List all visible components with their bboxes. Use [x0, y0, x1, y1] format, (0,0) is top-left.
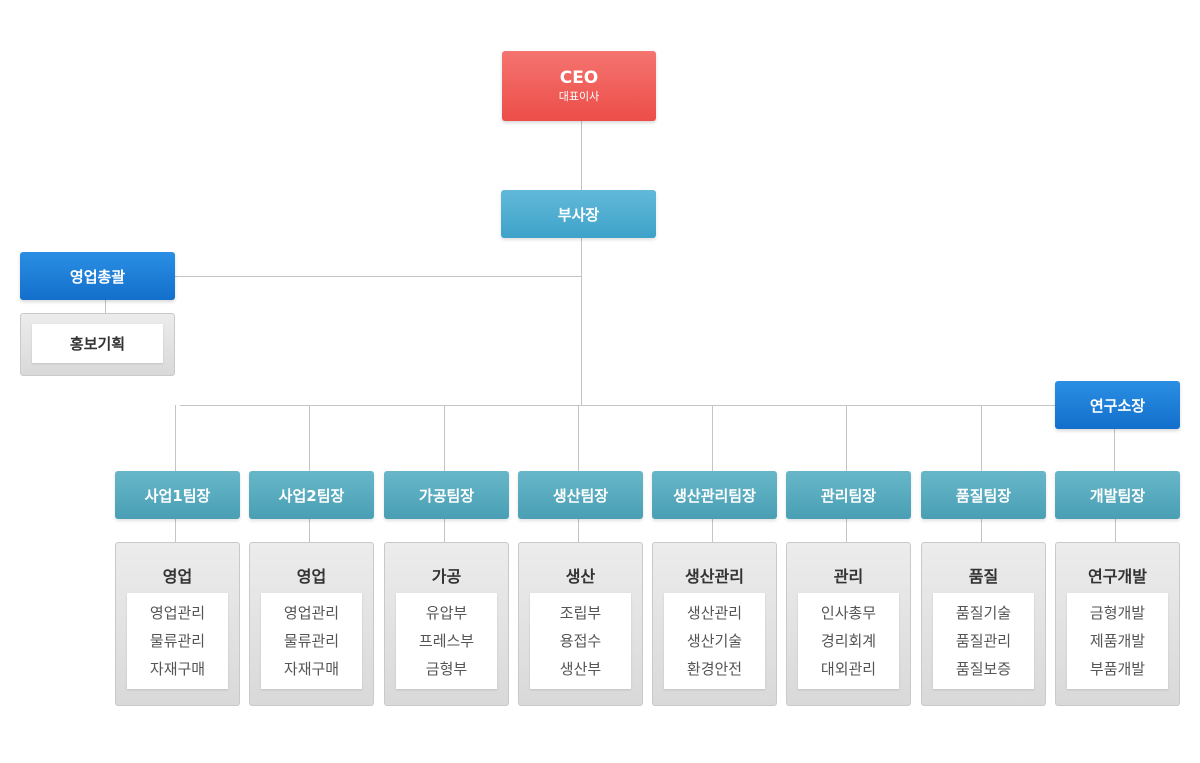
department-item: 조립부	[559, 604, 602, 622]
department-title: 관리	[833, 567, 864, 586]
department-item: 대외관리	[820, 660, 877, 678]
department-item: 영업관리	[283, 604, 340, 622]
team-head-label: 품질팀장	[955, 486, 1012, 505]
department-item: 용접수	[559, 632, 602, 650]
ceo-box: CEO 대표이사	[502, 51, 656, 121]
connector-team-6	[846, 405, 847, 471]
department-title: 가공	[431, 567, 462, 586]
department-item: 생산기술	[686, 632, 743, 650]
research-director-label: 연구소장	[1089, 396, 1146, 415]
department-item: 제품개발	[1089, 632, 1146, 650]
team-head-box: 관리팀장	[786, 471, 911, 519]
connector-trunk	[581, 238, 582, 405]
team-head-label: 생산팀장	[552, 486, 609, 505]
research-director-box: 연구소장	[1055, 381, 1180, 429]
department-item: 품질기술	[955, 604, 1012, 622]
connector-team-2	[309, 405, 310, 471]
department-item: 유압부	[425, 604, 468, 622]
ceo-subtitle: 대표이사	[558, 90, 600, 103]
team-head-label: 가공팀장	[418, 486, 475, 505]
department-item: 물류관리	[283, 632, 340, 650]
department-item: 생산관리	[686, 604, 743, 622]
team-head-label: 사업2팀장	[278, 486, 345, 505]
department-item: 금형부	[425, 660, 468, 678]
vice-president-box: 부사장	[501, 190, 656, 238]
connector-team-dept-3	[444, 519, 445, 542]
department-title: 연구개발	[1088, 567, 1147, 586]
department-title: 영업	[296, 567, 327, 586]
connector-team-3	[444, 405, 445, 471]
pr-planning-panel: 홍보기획	[20, 313, 175, 376]
connector-team-dept-1	[175, 519, 176, 542]
connector-team-bus	[180, 405, 1056, 406]
department-item: 생산부	[559, 660, 602, 678]
team-head-label: 관리팀장	[820, 486, 877, 505]
team-head-box: 사업1팀장	[115, 471, 240, 519]
connector-team-dept-8	[1115, 519, 1116, 542]
department-item: 인사총무	[820, 604, 877, 622]
connector-team-dept-6	[846, 519, 847, 542]
team-head-box: 사업2팀장	[249, 471, 374, 519]
team-head-label: 개발팀장	[1089, 486, 1146, 505]
department-title: 영업	[162, 567, 193, 586]
sales-director-box: 영업총괄	[20, 252, 175, 300]
connector-team-4	[578, 405, 579, 471]
team-head-box: 품질팀장	[921, 471, 1046, 519]
connector-team-dept-4	[578, 519, 579, 542]
pr-planning-label: 홍보기획	[69, 335, 126, 353]
connector-team-5	[712, 405, 713, 471]
department-item: 물류관리	[149, 632, 206, 650]
team-head-box: 생산팀장	[518, 471, 643, 519]
pr-planning-box: 홍보기획	[32, 324, 163, 363]
connector-sales	[174, 276, 582, 277]
team-head-label: 생산관리팀장	[673, 486, 756, 505]
department-item: 환경안전	[686, 660, 743, 678]
team-head-box: 개발팀장	[1055, 471, 1180, 519]
department-title: 생산	[565, 567, 596, 586]
department-item: 자재구매	[283, 660, 340, 678]
department-item: 경리회계	[820, 632, 877, 650]
connector-ceo-vp	[581, 121, 582, 190]
ceo-title: CEO	[559, 68, 599, 88]
vice-president-label: 부사장	[557, 205, 600, 224]
department-title: 품질	[968, 567, 999, 586]
department-item: 영업관리	[149, 604, 206, 622]
department-item: 프레스부	[418, 632, 475, 650]
team-head-box: 생산관리팀장	[652, 471, 777, 519]
connector-team-dept-2	[309, 519, 310, 542]
connector-research-dev	[1114, 429, 1115, 471]
department-item: 금형개발	[1089, 604, 1146, 622]
connector-team-dept-5	[712, 519, 713, 542]
department-item: 품질보증	[955, 660, 1012, 678]
department-title: 생산관리	[685, 567, 744, 586]
connector-team-dept-7	[981, 519, 982, 542]
connector-team-1	[175, 405, 176, 471]
team-head-box: 가공팀장	[384, 471, 509, 519]
sales-director-label: 영업총괄	[69, 267, 126, 286]
team-head-label: 사업1팀장	[144, 486, 211, 505]
connector-team-7	[981, 405, 982, 471]
department-item: 품질관리	[955, 632, 1012, 650]
connector-sales-sub	[105, 300, 106, 313]
department-item: 자재구매	[149, 660, 206, 678]
department-item: 부품개발	[1089, 660, 1146, 678]
